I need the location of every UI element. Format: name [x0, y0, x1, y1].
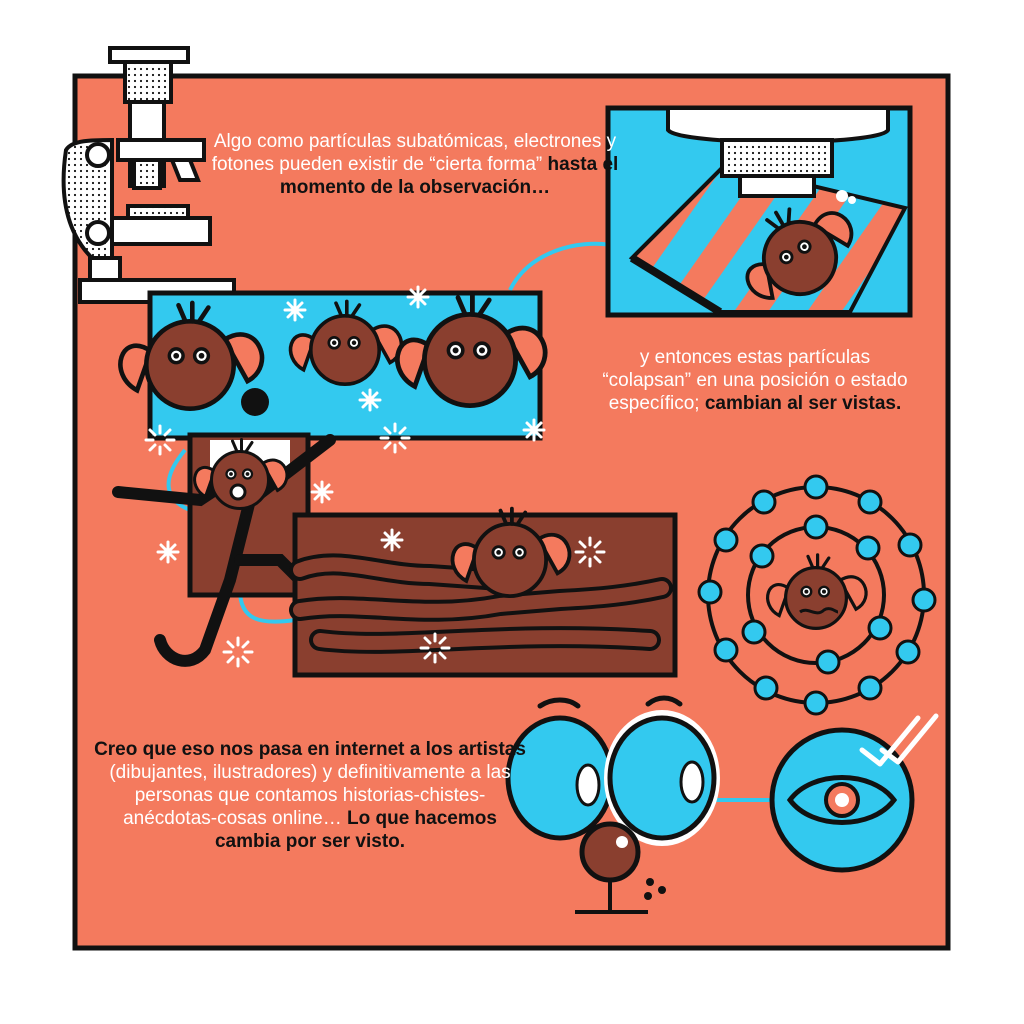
bottom-caption-plain: (dibujantes, ilustradores) y definitivam… — [109, 762, 511, 829]
sparkle-icon — [358, 388, 382, 412]
top-caption: Algo como partículas subatómicas, electr… — [205, 130, 625, 199]
bottom-caption-bold-end: Lo que hacemos cambia por ser visto. — [214, 808, 497, 852]
top-caption-bold: hasta el momento de la observación… — [279, 154, 619, 198]
sparkle-icon — [310, 480, 334, 504]
right-caption-plain: y entonces estas partículas “colapsan” e… — [602, 347, 908, 414]
atom-orbit-icon — [697, 474, 937, 716]
right-caption-bold: cambian al ser vistas. — [704, 393, 902, 414]
connector-line — [508, 241, 611, 291]
bottom-caption: Creo que eso nos pasa en internet a los … — [90, 738, 530, 853]
big-eyes-face — [505, 695, 720, 914]
sparkle-icon — [283, 298, 307, 322]
connector-line — [238, 589, 296, 624]
microscope-view-panel — [605, 105, 913, 320]
bottom-caption-bold-start: Creo que eso nos pasa en internet a los … — [94, 739, 526, 760]
eye-icon — [769, 727, 915, 873]
sparkle-icon — [380, 528, 404, 552]
stretched-figure-panel — [289, 506, 678, 678]
right-caption: y entonces estas partículas “colapsan” e… — [600, 346, 910, 415]
double-check-icon — [859, 713, 939, 767]
sparkle-icon — [522, 418, 546, 442]
sparkle-icon — [406, 285, 430, 309]
three-faces-panel — [120, 285, 546, 456]
top-caption-plain: Algo como partículas subatómicas, electr… — [211, 131, 617, 175]
connector-line — [166, 448, 191, 512]
sparkle-icon — [156, 540, 180, 564]
